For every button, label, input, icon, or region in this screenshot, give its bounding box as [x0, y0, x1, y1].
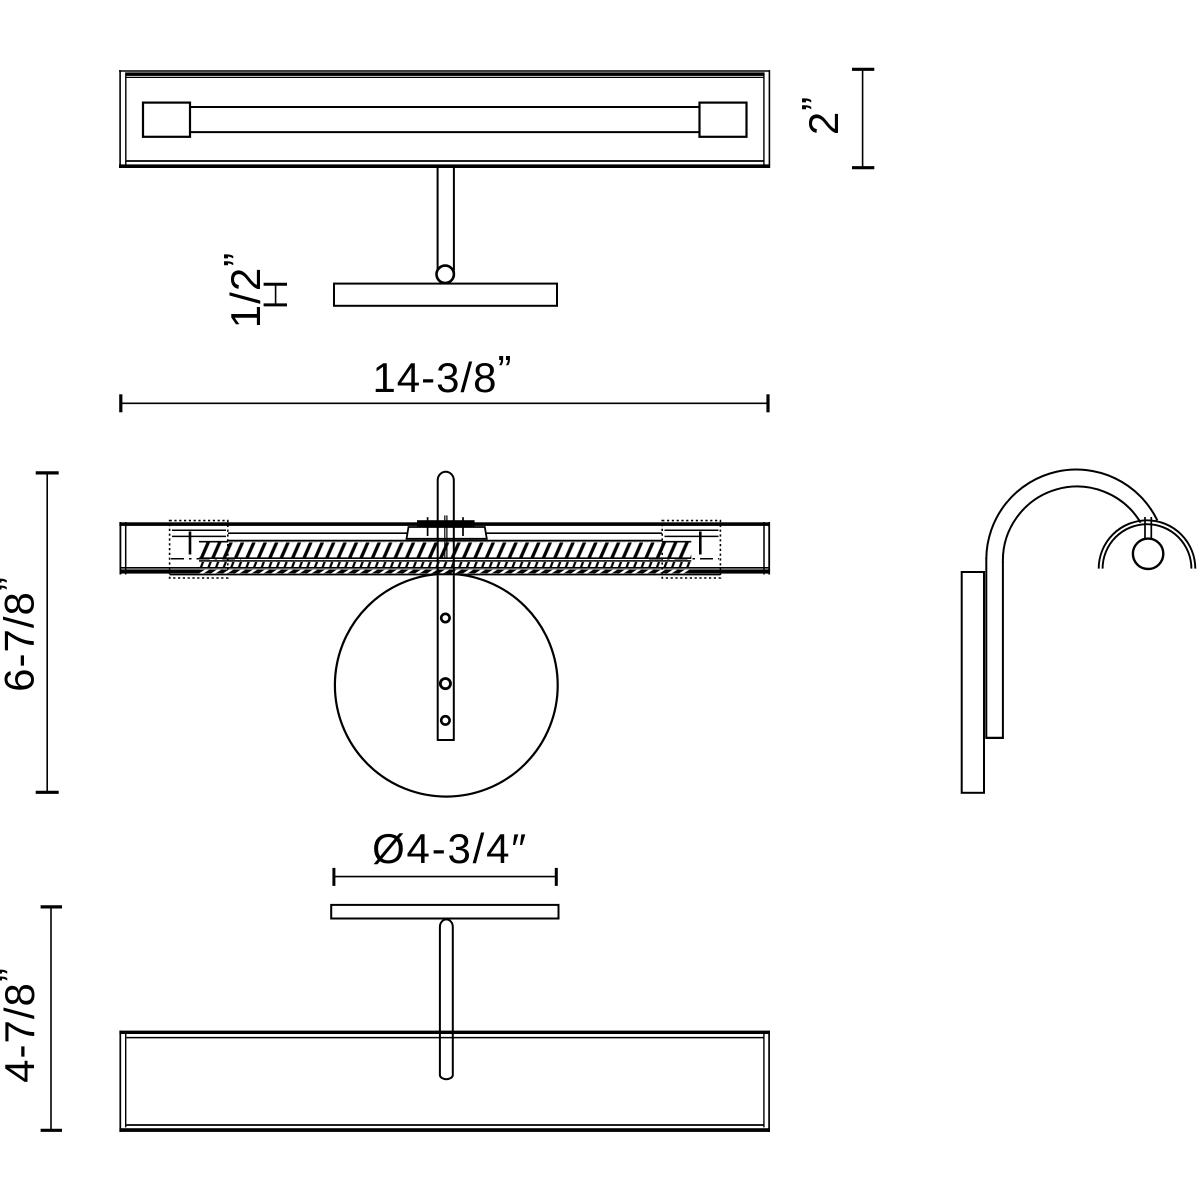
- svg-text:1/2”: 1/2”: [215, 252, 269, 328]
- svg-text:Ø4-3/4″: Ø4-3/4″: [372, 825, 528, 872]
- svg-text:6-7/8”: 6-7/8”: [0, 576, 43, 692]
- svg-text:2”: 2”: [793, 96, 847, 135]
- svg-text:14-3/8”: 14-3/8”: [372, 347, 512, 401]
- svg-text:4-7/8”: 4-7/8”: [0, 967, 43, 1083]
